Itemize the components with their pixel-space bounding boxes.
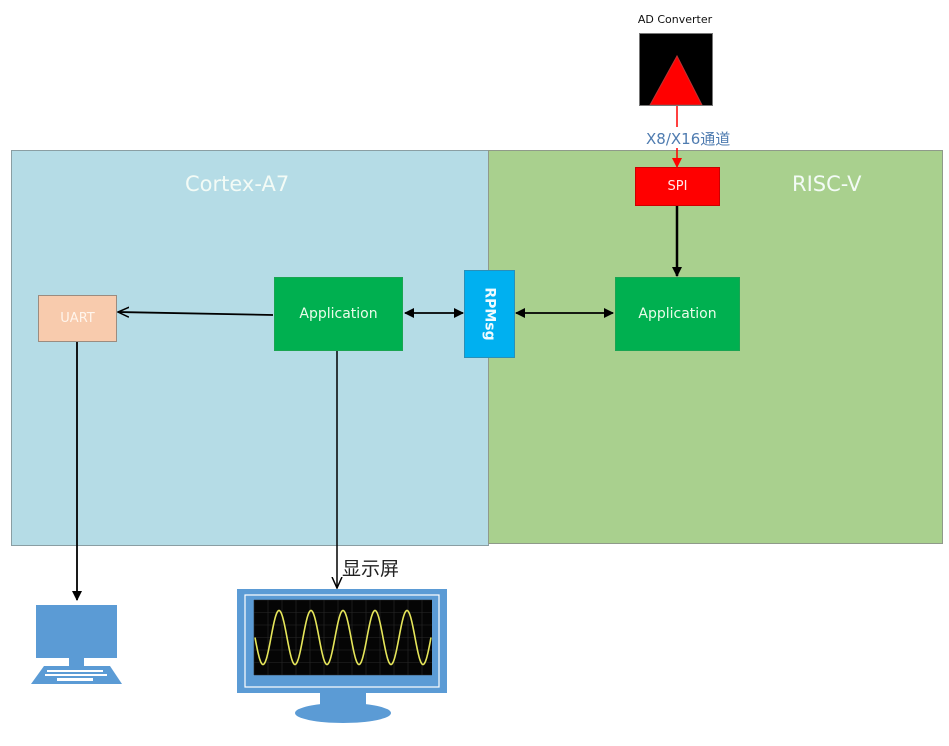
rpmsg-block: RPMsg — [464, 270, 515, 358]
ad-converter-label: AD Converter — [637, 13, 713, 26]
cortex-a7-title: Cortex-A7 — [185, 172, 290, 196]
application-riscv-block: Application — [615, 277, 740, 351]
cortex-a7-region — [11, 150, 489, 546]
uart-block: UART — [38, 295, 117, 342]
application-riscv-label: Application — [638, 306, 717, 322]
application-a7-block: Application — [274, 277, 403, 351]
ad-converter-triangle-icon — [649, 54, 703, 105]
application-a7-label: Application — [299, 306, 378, 322]
monitor-icon — [237, 589, 447, 723]
sine-waveform — [254, 609, 432, 666]
computer-icon — [31, 605, 122, 684]
channel-label: X8/X16通道 — [646, 130, 731, 148]
spi-label: SPI — [667, 179, 688, 194]
spi-block: SPI — [635, 167, 720, 206]
display-label: 显示屏 — [342, 558, 400, 580]
arrow-app-a7-to-uart — [118, 312, 274, 315]
risc-v-title: RISC-V — [792, 172, 862, 196]
ad-converter-block — [639, 33, 713, 106]
uart-label: UART — [60, 311, 95, 326]
